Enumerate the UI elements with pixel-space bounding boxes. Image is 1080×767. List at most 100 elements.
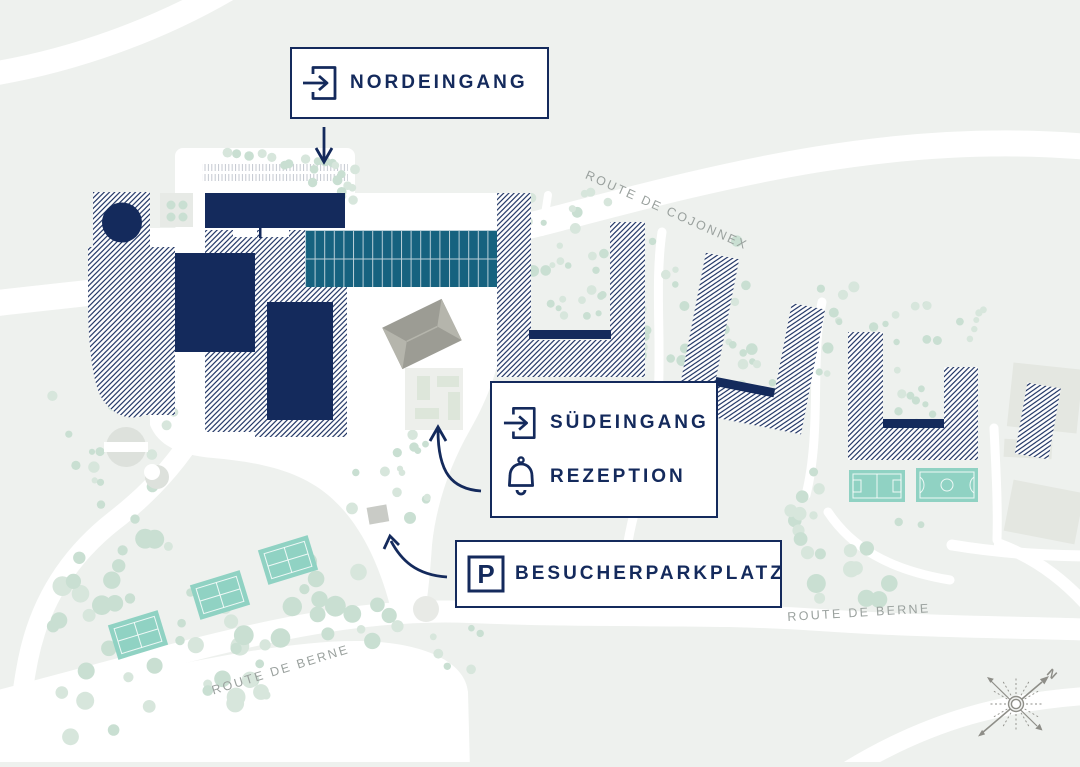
tree — [730, 297, 740, 307]
tree — [956, 317, 964, 326]
tree — [259, 639, 271, 651]
tree — [828, 307, 839, 318]
tree — [672, 281, 679, 288]
tree — [91, 477, 98, 484]
buildings-layer — [88, 192, 1061, 622]
tree — [837, 289, 849, 300]
tree — [599, 248, 609, 259]
tree — [648, 237, 657, 246]
tree — [300, 154, 311, 164]
tree — [117, 545, 128, 556]
tree — [350, 164, 360, 175]
basketball-court — [916, 468, 978, 502]
building-circle — [102, 202, 142, 243]
building-court-dots — [160, 193, 193, 227]
building-hatched-east — [1014, 382, 1061, 460]
tree — [163, 541, 173, 551]
tree — [795, 490, 809, 504]
tree — [255, 659, 265, 669]
tree — [910, 301, 920, 311]
tree — [47, 390, 58, 401]
tree — [540, 219, 547, 226]
tree — [187, 637, 204, 654]
tree — [71, 585, 90, 603]
tree — [906, 391, 915, 400]
tree — [267, 152, 277, 162]
tree — [76, 691, 95, 710]
tree — [813, 483, 825, 495]
tree — [356, 625, 366, 634]
tree — [666, 354, 675, 363]
tree — [244, 151, 254, 161]
tree — [897, 389, 907, 399]
tree — [321, 627, 335, 641]
tree — [407, 429, 418, 440]
tree — [848, 281, 860, 293]
tree — [433, 648, 444, 659]
tree — [559, 311, 569, 320]
bell-icon — [492, 455, 550, 499]
tree — [922, 301, 932, 310]
svg-text:P: P — [477, 559, 494, 589]
tree — [280, 160, 289, 170]
tree — [870, 591, 888, 608]
building-north-bar — [205, 193, 345, 228]
tree — [809, 467, 819, 477]
tree — [364, 632, 381, 650]
building-hatched-west — [88, 247, 175, 418]
tree — [414, 447, 422, 454]
tree — [202, 685, 214, 696]
nordeingang-callout: NORDEINGANG — [290, 47, 549, 119]
tree — [468, 624, 475, 632]
building-south-block — [267, 302, 333, 420]
tree — [822, 342, 834, 354]
tree — [95, 447, 105, 457]
courts-layer — [107, 468, 978, 660]
parking-icon: P — [457, 554, 515, 594]
building-gray-hiproof — [382, 298, 462, 370]
tennis-court-3 — [257, 535, 319, 585]
tree — [752, 360, 762, 369]
tree — [932, 336, 942, 345]
tree — [891, 311, 900, 319]
tree — [123, 672, 134, 683]
tree — [894, 517, 903, 527]
tree — [586, 285, 597, 295]
tree — [107, 724, 120, 736]
tree — [241, 671, 259, 688]
tree — [379, 466, 390, 477]
besucherparkplatz-callout: P BESUCHERPARKPLATZ — [455, 540, 782, 608]
tree — [224, 614, 239, 629]
building-west-block — [175, 253, 255, 352]
tree — [103, 571, 121, 589]
tree — [392, 448, 402, 458]
tree — [549, 262, 556, 269]
suedeingang-label: SÜDEINGANG — [550, 411, 709, 433]
tree — [232, 149, 242, 159]
tree — [348, 184, 357, 192]
tree — [917, 521, 925, 529]
tree — [55, 686, 69, 699]
tree — [96, 478, 105, 486]
tree — [65, 573, 81, 590]
tree — [843, 561, 860, 578]
tree — [672, 266, 679, 273]
tree — [893, 366, 901, 374]
tree — [253, 684, 269, 700]
tree — [971, 325, 978, 333]
tree — [911, 396, 921, 405]
tree — [101, 640, 117, 657]
tree — [222, 147, 233, 158]
tree — [96, 500, 106, 509]
tree — [661, 269, 671, 280]
tree — [391, 620, 404, 633]
tree — [309, 606, 326, 623]
fountain — [104, 427, 169, 489]
tree — [741, 280, 751, 291]
tree — [404, 511, 416, 524]
tree — [307, 177, 318, 188]
tree — [313, 157, 322, 166]
tree — [88, 448, 96, 455]
tree — [843, 544, 858, 558]
